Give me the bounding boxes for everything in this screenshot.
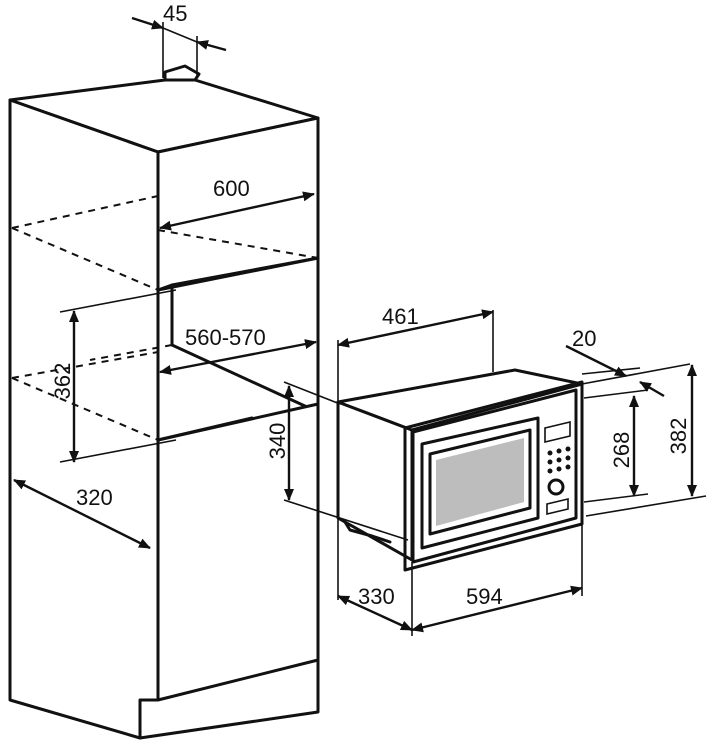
display-screen (544, 420, 571, 444)
tall-cabinet (8, 64, 320, 740)
dimension-label: 461 (382, 304, 419, 329)
dimension-20: 20 (565, 326, 691, 398)
lower-door (156, 402, 320, 702)
dimension-560-570: 560-570 (159, 325, 317, 375)
dimension-594: 594 (411, 524, 583, 633)
dimension-label: 600 (213, 176, 250, 201)
dimension-45: 45 (131, 1, 227, 78)
dimension-label: 340 (265, 423, 290, 460)
hidden-line (157, 229, 319, 259)
control-buttons (547, 446, 571, 474)
dimension-382: 382 (585, 364, 707, 517)
dimension-label: 268 (609, 432, 634, 469)
door (420, 416, 540, 550)
dimension-340: 340 (265, 381, 409, 541)
dimension-330: 330 (337, 518, 413, 636)
dimension-362: 362 (50, 289, 177, 463)
dimension-320: 320 (13, 478, 151, 550)
plinth (138, 658, 320, 740)
built-in-microwave (336, 368, 584, 572)
microwave-foot (343, 520, 392, 544)
hidden-line (11, 227, 159, 291)
hidden-line (11, 351, 159, 379)
dimension-461: 461 (337, 304, 494, 402)
control-knob (547, 478, 565, 496)
dimension-600: 600 (159, 176, 315, 231)
shelf-front-edge (156, 416, 254, 442)
window-glare (436, 438, 524, 526)
dimension-label: 560-570 (185, 325, 266, 350)
dimension-label: 594 (466, 584, 503, 609)
front-panel (411, 388, 578, 564)
dimension-268: 268 (583, 389, 649, 503)
dimension-label: 320 (76, 485, 113, 510)
dimension-label: 382 (666, 418, 691, 455)
hidden-line (11, 377, 159, 441)
door-window (428, 428, 532, 536)
cabinet-back-lip (163, 64, 201, 82)
cabinet-left-side (8, 98, 160, 740)
door-release-button (546, 497, 569, 516)
hidden-line (89, 344, 173, 361)
dimension-label: 20 (572, 326, 596, 351)
dimension-label: 45 (163, 1, 187, 26)
dimension-label: 362 (50, 363, 75, 400)
dimension-label: 330 (358, 584, 395, 609)
